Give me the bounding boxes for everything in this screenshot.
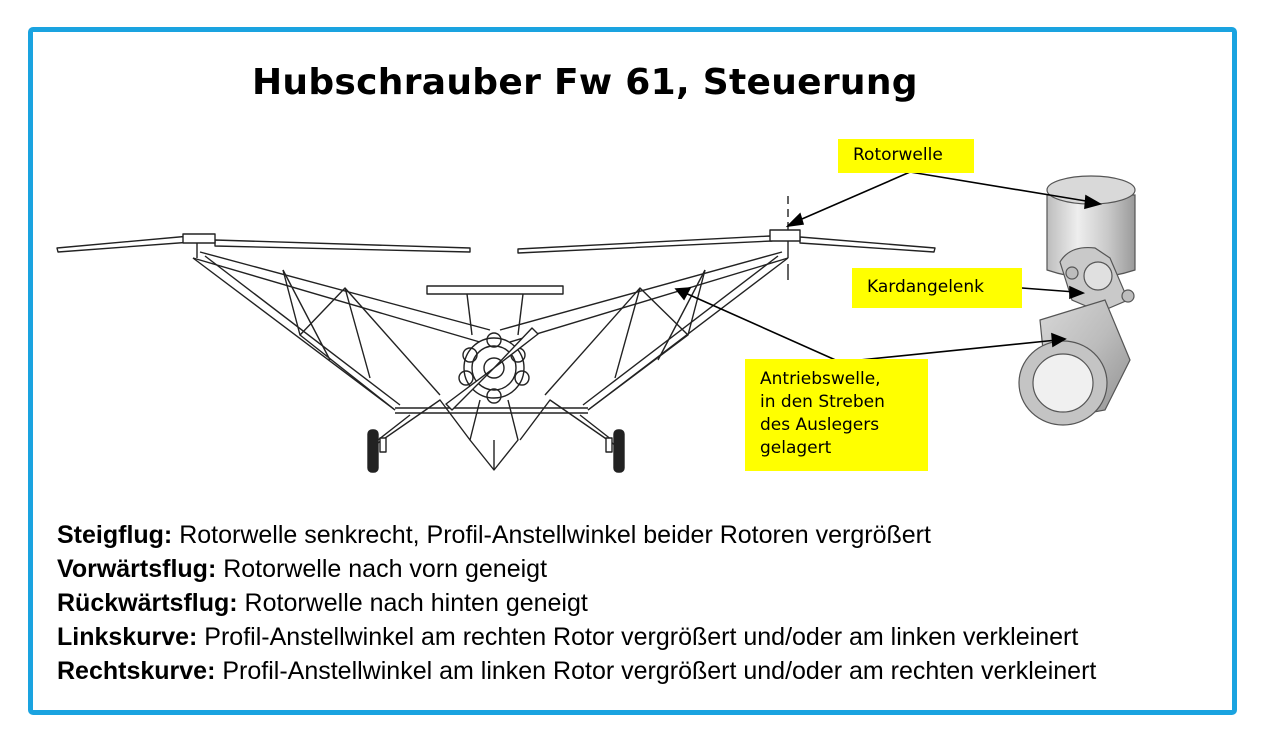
- left-outrigger-truss: [192, 251, 491, 411]
- control-row-vorwaertsflug: Vorwärtsflug: Rotorwelle nach vorn genei…: [57, 552, 1096, 586]
- control-term: Rückwärtsflug:: [57, 589, 238, 617]
- callout-antriebswelle: Antriebswelle, in den Streben des Ausleg…: [745, 359, 928, 471]
- engine-and-propeller: [445, 327, 539, 471]
- control-term: Linkskurve:: [57, 623, 198, 651]
- control-text: Rotorwelle nach hinten geneigt: [244, 589, 588, 617]
- left-rotor-blades: [56, 233, 471, 253]
- landing-gear: [367, 399, 625, 473]
- control-text: Profil-Anstellwinkel am rechten Rotor ve…: [204, 623, 1079, 651]
- upper-wing: [426, 285, 564, 295]
- control-row-rueckwaertsflug: Rückwärtsflug: Rotorwelle nach hinten ge…: [57, 586, 1096, 620]
- control-row-linkskurve: Linkskurve: Profil-Anstellwinkel am rech…: [57, 620, 1096, 654]
- right-outrigger-truss: [499, 251, 789, 411]
- control-descriptions: Steigflug: Rotorwelle senkrecht, Profil-…: [57, 518, 1096, 688]
- control-row-steigflug: Steigflug: Rotorwelle senkrecht, Profil-…: [57, 518, 1096, 552]
- callout-antriebswelle-line: in den Streben: [760, 392, 885, 412]
- control-term: Rechtskurve:: [57, 657, 216, 685]
- callout-rotorwelle: Rotorwelle: [838, 139, 974, 173]
- right-rotor-blades: [517, 229, 936, 254]
- callout-antriebswelle-line: Antriebswelle,: [760, 369, 881, 389]
- page-title: Hubschrauber Fw 61, Steuerung: [252, 62, 918, 103]
- callout-antriebswelle-line: des Auslegers: [760, 415, 880, 435]
- control-text: Profil-Anstellwinkel am linken Rotor ver…: [222, 657, 1097, 685]
- control-text: Rotorwelle nach vorn geneigt: [223, 555, 548, 583]
- callout-antriebswelle-line: gelagert: [760, 438, 832, 458]
- control-row-rechtskurve: Rechtskurve: Profil-Anstellwinkel am lin…: [57, 654, 1096, 688]
- control-text: Rotorwelle senkrecht, Profil-Anstellwink…: [179, 521, 931, 549]
- callout-kardangelenk: Kardangelenk: [852, 268, 1022, 308]
- universal-joint: [1018, 175, 1136, 426]
- control-term: Vorwärtsflug:: [57, 555, 217, 583]
- control-term: Steigflug:: [57, 521, 173, 549]
- callout-arrows: [674, 171, 1103, 363]
